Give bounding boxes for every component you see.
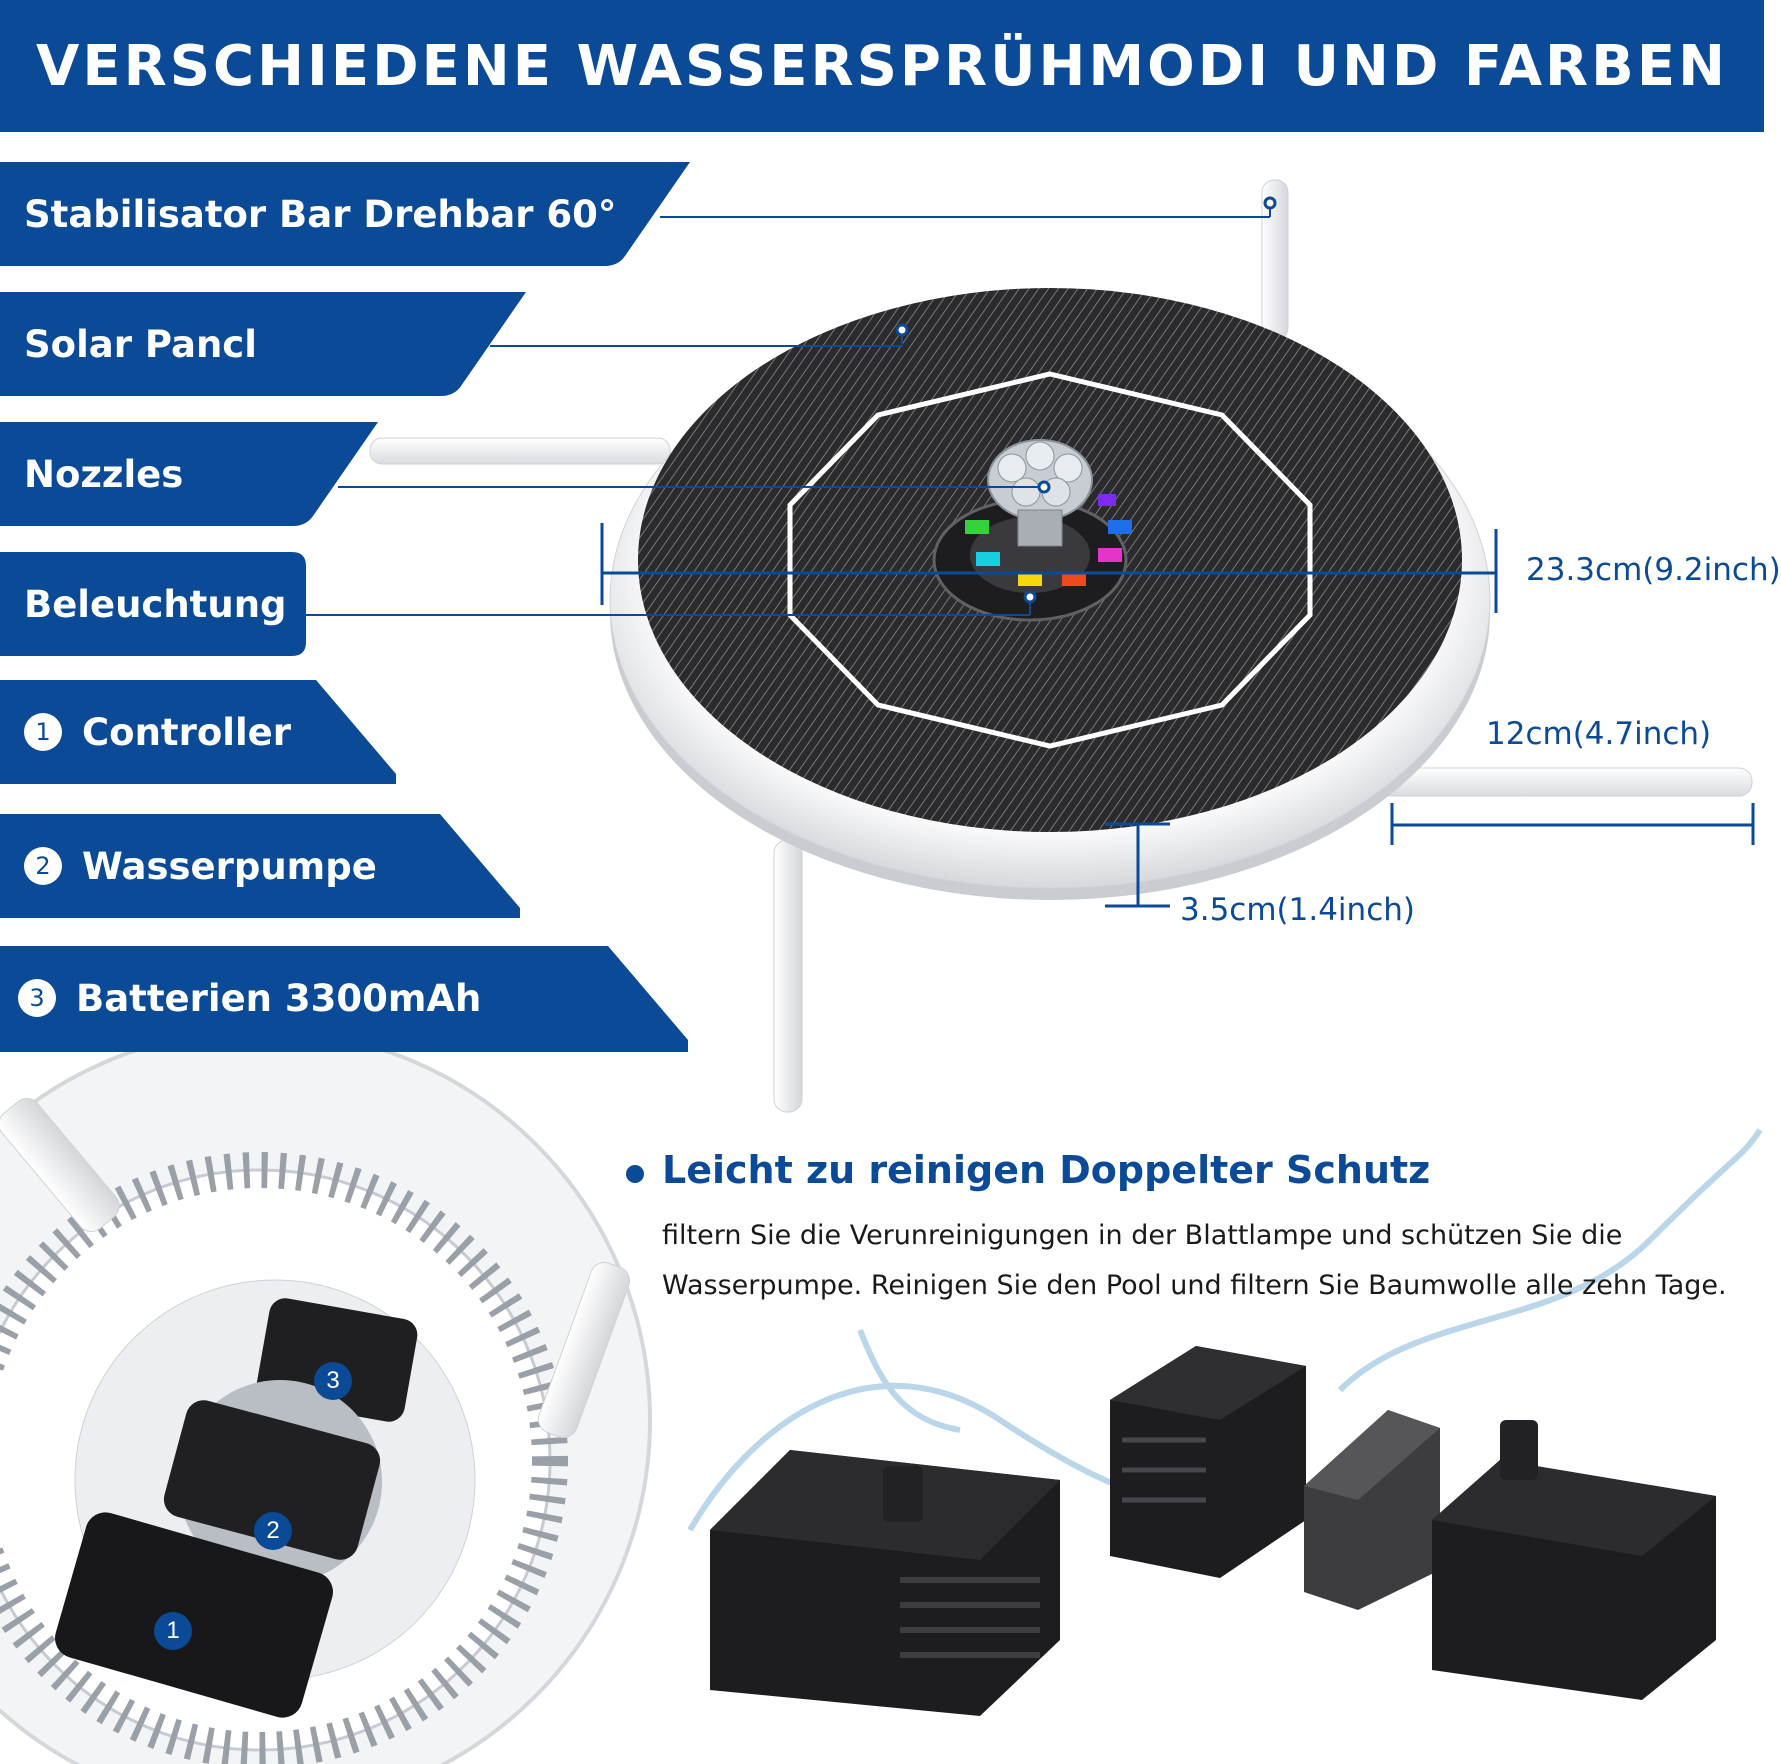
label-text: Solar Pancl — [24, 322, 257, 366]
dimension-height: 3.5cm(1.4inch) — [1180, 892, 1415, 928]
compartment-marker-3: 3 — [314, 1362, 352, 1400]
label-batteries: 3 Batterien 3300mAh — [0, 946, 688, 1052]
label-text: Wasserpumpe — [82, 844, 377, 888]
label-text: Controller — [82, 710, 291, 754]
page-title: VERSCHIEDENE WASSERSPRÜHMODI UND FARBEN — [36, 33, 1728, 99]
dimension-diameter: 23.3cm(9.2inch) — [1526, 552, 1781, 588]
info-title: Leicht zu reinigen Doppelter Schutz — [662, 1148, 1431, 1192]
compartment-marker-1: 1 — [154, 1612, 192, 1650]
header-banner: VERSCHIEDENE WASSERSPRÜHMODI UND FARBEN — [0, 0, 1764, 132]
bullet-icon — [626, 1165, 644, 1183]
filter-cage — [1110, 1346, 1306, 1578]
dimension-bar-length: 12cm(4.7inch) — [1486, 716, 1712, 752]
number-badge-1: 1 — [24, 713, 62, 751]
info-text-line-2: Wasserpumpe. Reinigen Sie den Pool und f… — [662, 1270, 1727, 1301]
leader-lines — [306, 205, 1271, 616]
led-lights — [965, 494, 1132, 586]
label-controller: 1 Controller — [0, 680, 396, 784]
pump-assembly — [710, 1450, 1060, 1716]
solar-panel-frame — [787, 371, 1313, 749]
label-stabilizer-bar: Stabilisator Bar Drehbar 60° — [0, 162, 690, 266]
number-badge-3: 3 — [18, 979, 56, 1017]
filter-sponge — [1304, 1410, 1440, 1610]
label-banner-shape — [0, 946, 688, 1052]
label-banner-shape — [0, 162, 690, 266]
label-lighting: Beleuchtung — [0, 552, 306, 656]
compartment-marker-2: 2 — [254, 1512, 292, 1550]
label-banner-shape — [0, 422, 378, 526]
label-banner-shape — [0, 552, 306, 656]
label-banner-shape — [0, 292, 526, 396]
label-nozzles: Nozzles — [0, 422, 378, 526]
label-text: Stabilisator Bar Drehbar 60° — [24, 192, 617, 236]
label-text: Nozzles — [24, 452, 184, 496]
number-badge-2: 2 — [24, 847, 62, 885]
pump-small — [1432, 1420, 1716, 1700]
info-text-line-1: filtern Sie die Verunreinigungen in der … — [662, 1220, 1623, 1251]
label-banner-shape — [0, 680, 396, 784]
label-solar-panel: Solar Pancl — [0, 292, 526, 396]
label-text: Beleuchtung — [24, 582, 287, 626]
label-water-pump: 2 Wasserpumpe — [0, 814, 520, 918]
crystal-nozzle — [987, 439, 1093, 547]
label-banner-shape — [0, 814, 520, 918]
dimension-lines — [600, 523, 1755, 908]
label-text: Batterien 3300mAh — [76, 976, 482, 1020]
